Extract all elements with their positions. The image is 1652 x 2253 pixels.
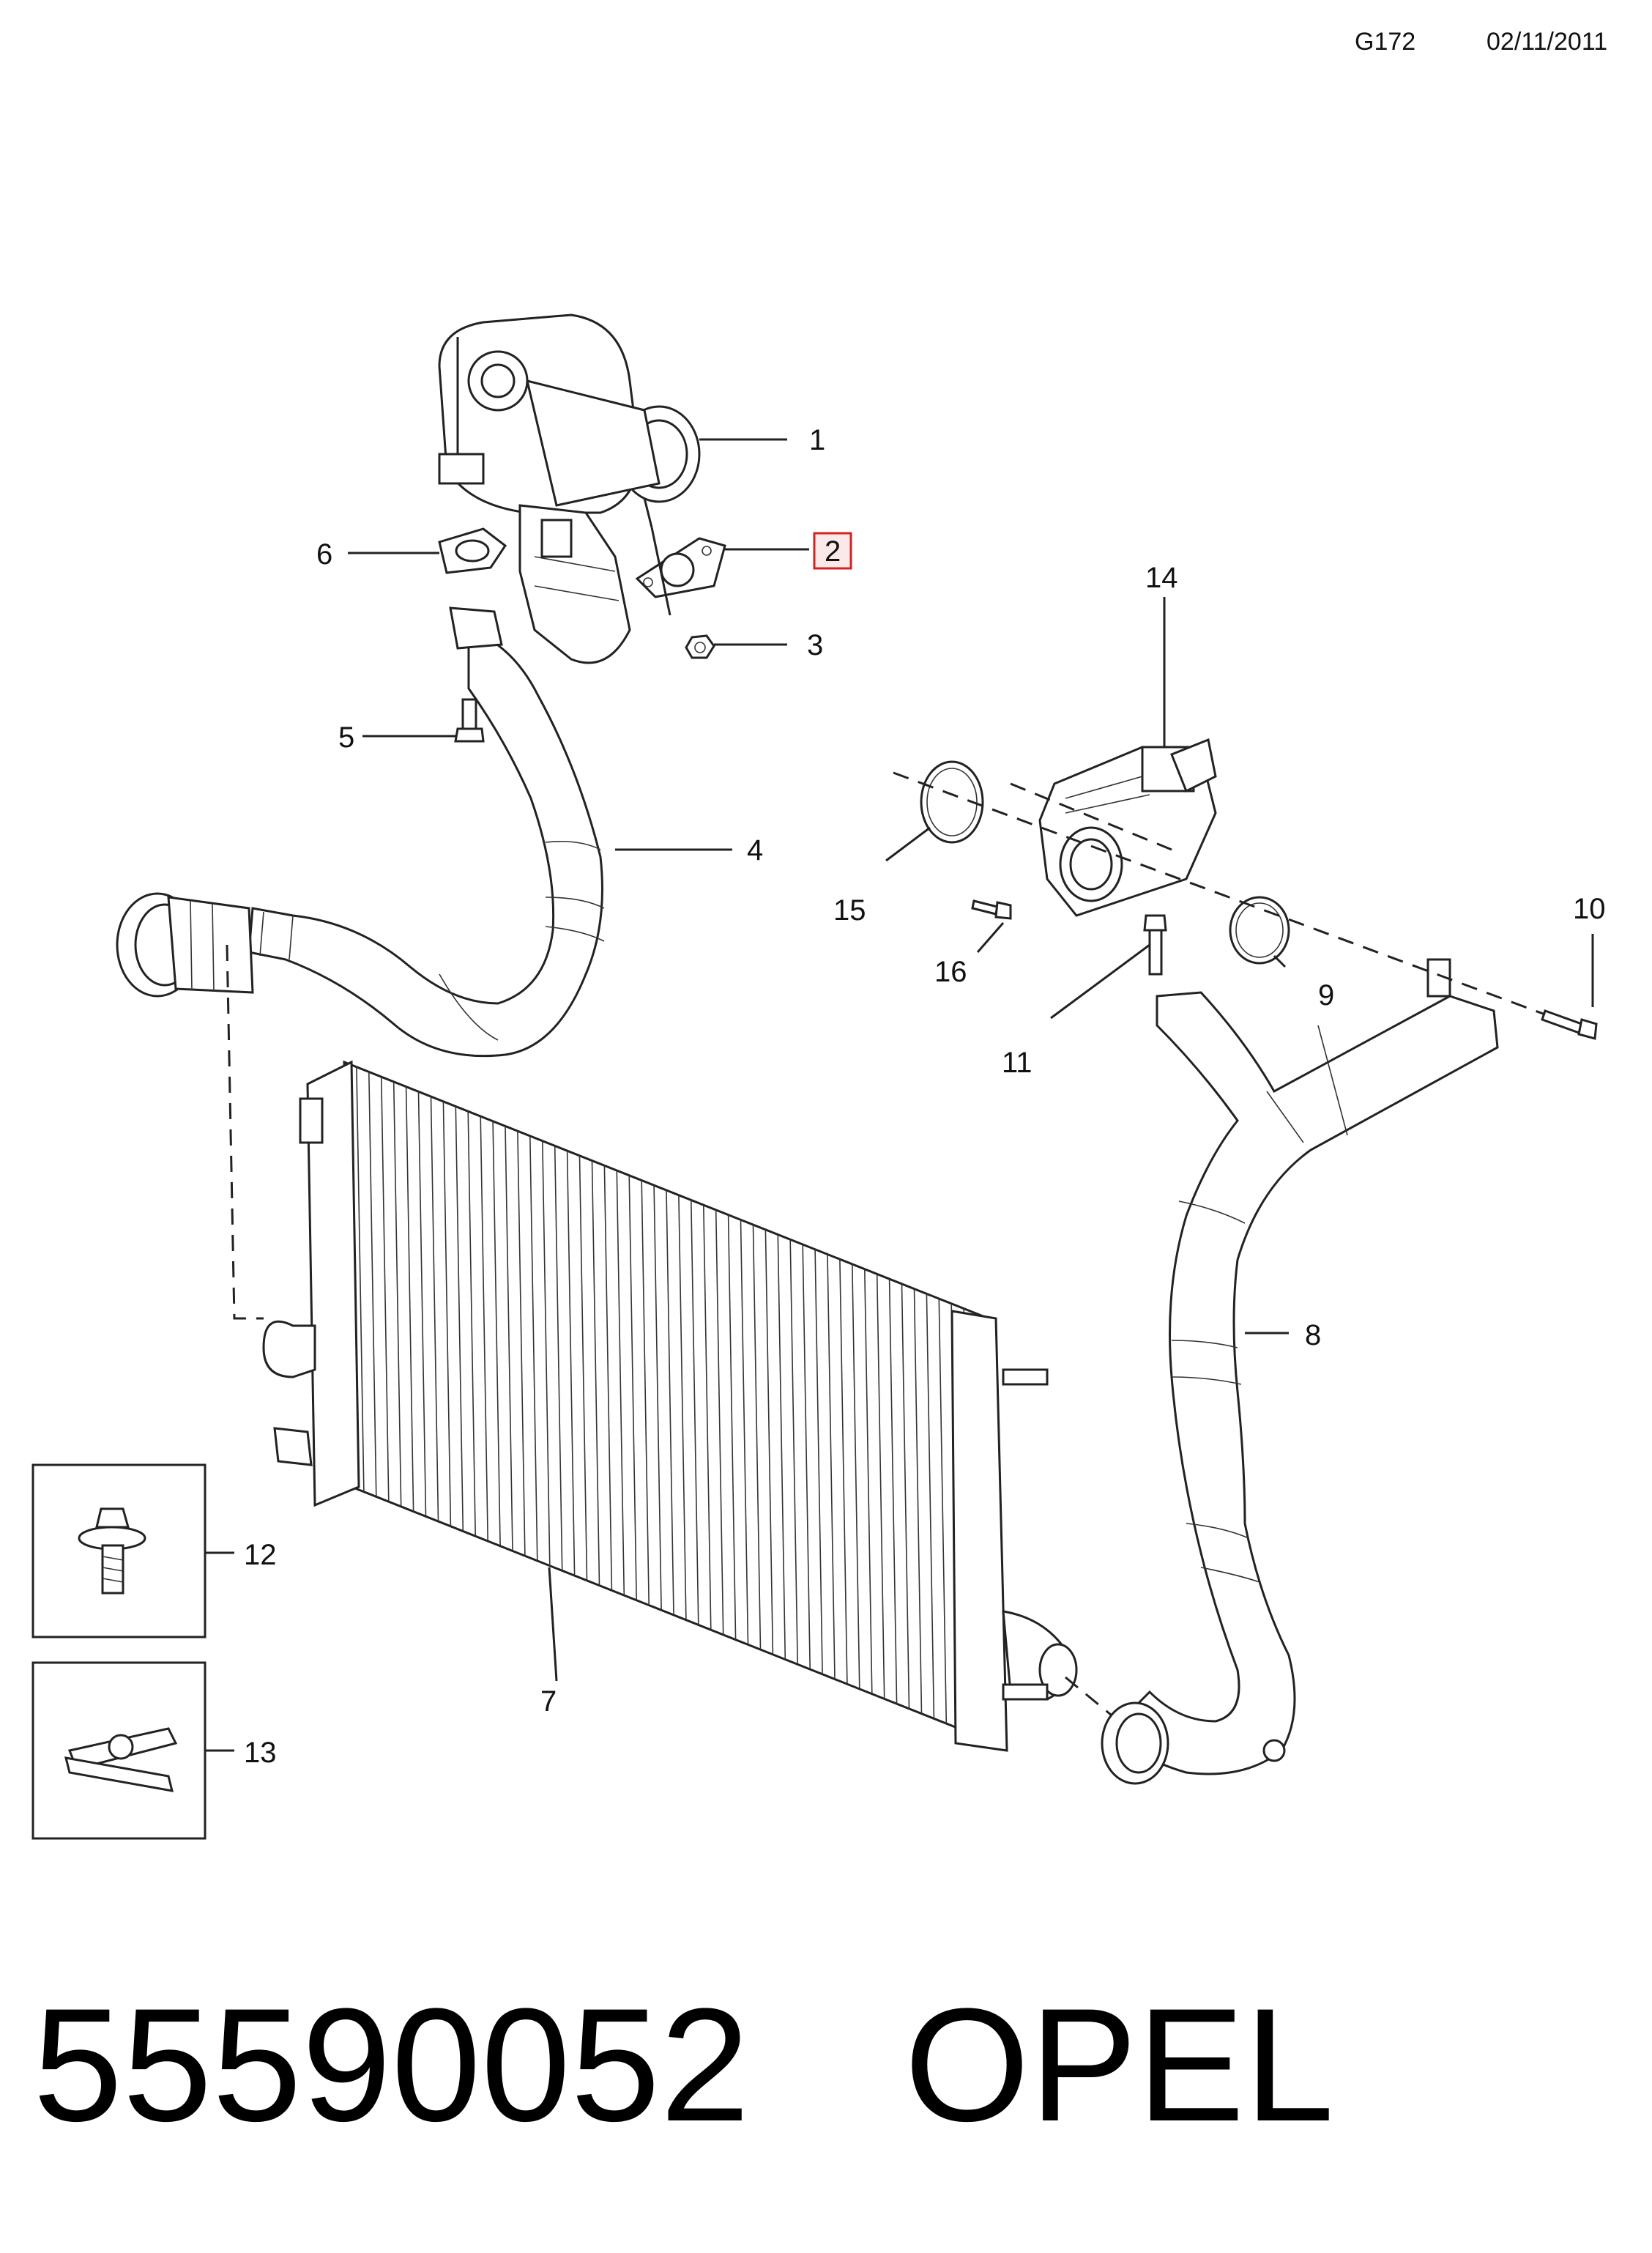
- callout-11[interactable]: 11: [1002, 1047, 1032, 1079]
- seal-ring-part-9[interactable]: [1229, 896, 1290, 965]
- callout-15[interactable]: 15: [833, 894, 866, 927]
- callout-3[interactable]: 3: [807, 629, 823, 661]
- callout-12[interactable]: 12: [244, 1539, 277, 1571]
- callout-2[interactable]: 2: [825, 535, 841, 568]
- bolt-part-10[interactable]: [1541, 1009, 1598, 1040]
- inset-box-part-12[interactable]: [31, 1463, 206, 1638]
- seal-ring-part-15[interactable]: [920, 760, 984, 844]
- bolt-part-5[interactable]: [454, 698, 485, 743]
- diagram-code: G172: [1355, 28, 1415, 56]
- gasket-part-2[interactable]: [635, 527, 726, 616]
- callout-4[interactable]: 4: [747, 834, 763, 866]
- connection-line-left: [226, 944, 264, 1320]
- gasket-part-6[interactable]: [438, 527, 507, 574]
- intercooler-part-7[interactable]: [262, 1060, 1078, 1752]
- turbocharger-part[interactable]: [438, 313, 701, 664]
- part-number: 55590052: [33, 1975, 750, 2155]
- callout-9[interactable]: 9: [1318, 979, 1334, 1012]
- callout-10[interactable]: 10: [1573, 893, 1606, 925]
- callout-1[interactable]: 1: [809, 424, 825, 456]
- callout-8[interactable]: 8: [1305, 1319, 1321, 1351]
- callout-2-highlight: [813, 532, 852, 570]
- leader-lines: [205, 438, 1594, 1752]
- bolt-part-11[interactable]: [1143, 914, 1167, 976]
- diagram-date: 02/11/2011: [1487, 28, 1607, 56]
- charge-pipe-part-8[interactable]: [1101, 958, 1499, 1785]
- callout-5[interactable]: 5: [338, 721, 354, 754]
- callout-14[interactable]: 14: [1145, 562, 1178, 594]
- callout-7[interactable]: 7: [540, 1685, 557, 1718]
- callout-13[interactable]: 13: [244, 1737, 277, 1769]
- assembly-axis-line-2: [1010, 782, 1172, 851]
- bolt-flange-part-12: [78, 1507, 146, 1595]
- brand-name: OPEL: [904, 1975, 1334, 2155]
- charge-pipe-part-4[interactable]: [116, 606, 605, 1058]
- callout-6[interactable]: 6: [316, 538, 332, 571]
- nut-part-3[interactable]: [685, 634, 715, 659]
- callout-16[interactable]: 16: [934, 956, 967, 988]
- clip-nut-part-13: [64, 1727, 178, 1792]
- assembly-axis-line: [893, 771, 1546, 1016]
- bolt-part-16[interactable]: [971, 899, 1012, 920]
- throttle-body-part-14[interactable]: [1038, 738, 1217, 917]
